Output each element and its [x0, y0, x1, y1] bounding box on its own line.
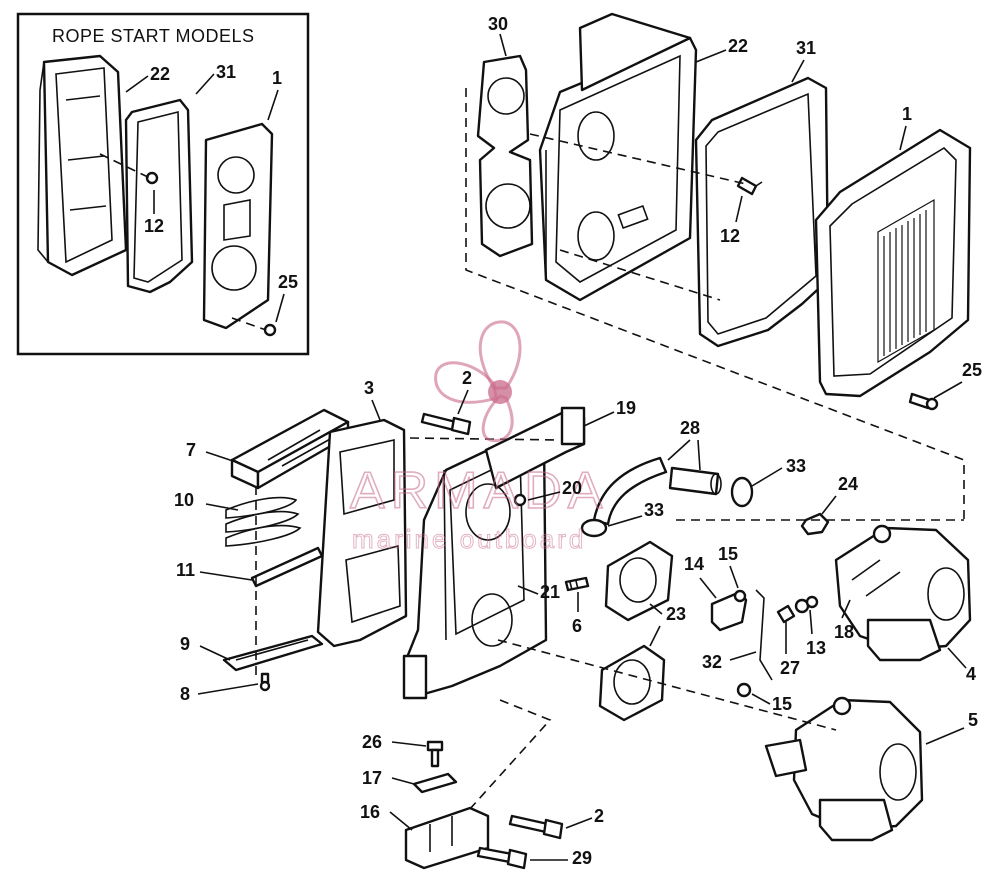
label-13: 13 — [806, 638, 826, 658]
silencer-housing — [538, 12, 698, 302]
intake-manifold — [402, 428, 548, 700]
brand-watermark: ARMADA marine outboard — [349, 320, 608, 555]
inset-label-31: 31 — [216, 62, 236, 82]
clip-33b — [580, 518, 608, 538]
carburetor-4 — [834, 524, 972, 662]
watermark-brand: ARMADA — [350, 462, 608, 520]
label-12: 12 — [720, 226, 740, 246]
label-8: 8 — [180, 684, 190, 704]
label-6: 6 — [572, 616, 582, 636]
silencer-base-gasket — [476, 54, 534, 258]
inset-screw-12 — [145, 171, 159, 185]
label-14: 14 — [684, 554, 704, 574]
label-11: 11 — [176, 560, 195, 580]
watermark-tagline: marine outboard — [352, 524, 586, 554]
screw-2-lower — [508, 814, 564, 840]
inset-label-1: 1 — [272, 68, 282, 88]
fuel-hose — [592, 456, 722, 526]
inset-gasket — [124, 98, 194, 294]
nut-15-lower — [736, 682, 752, 698]
label-33-upper: 33 — [786, 456, 806, 476]
washer-13b — [805, 595, 819, 609]
intake-grille — [877, 198, 935, 364]
inset-label-25: 25 — [278, 272, 298, 292]
fitting-20 — [513, 493, 527, 507]
label-23: 23 — [666, 604, 686, 624]
label-3: 3 — [364, 378, 374, 398]
throttle-link — [755, 589, 773, 681]
label-7: 7 — [186, 440, 196, 460]
label-19: 19 — [616, 398, 636, 418]
label-25: 25 — [962, 360, 982, 380]
reed-stop — [250, 546, 324, 588]
nut-24 — [800, 512, 830, 536]
label-20: 20 — [562, 478, 582, 498]
reed-petals — [225, 496, 302, 547]
inset-label-12: 12 — [144, 216, 164, 236]
reed-plate — [222, 634, 324, 672]
inset-silencer-housing — [37, 54, 128, 277]
retainer-plate-17 — [412, 772, 458, 794]
label-15-lower: 15 — [772, 694, 792, 714]
label-2-upper: 2 — [462, 368, 472, 388]
screw-29 — [476, 846, 528, 870]
label-33-lower: 33 — [644, 500, 664, 520]
clip-33a — [730, 476, 754, 508]
label-9: 9 — [180, 634, 190, 654]
part-callouts: 30 22 31 1 12 25 2 3 19 28 7 33 24 20 10… — [174, 14, 982, 868]
inset-label-22: 22 — [150, 64, 170, 84]
label-15-upper: 15 — [718, 544, 738, 564]
leaf-plate — [230, 408, 350, 490]
screw-25 — [908, 392, 939, 411]
label-32: 32 — [702, 652, 722, 672]
label-29: 29 — [572, 848, 592, 868]
label-10: 10 — [174, 490, 194, 510]
label-16: 16 — [360, 802, 380, 822]
label-4: 4 — [966, 664, 976, 684]
inset-intake-cover — [202, 122, 274, 330]
label-30: 30 — [488, 14, 508, 34]
clamp-block-16 — [404, 806, 490, 870]
label-22: 22 — [728, 36, 748, 56]
label-26: 26 — [362, 732, 382, 752]
cover-gasket — [694, 76, 830, 348]
screw-27 — [776, 604, 796, 624]
screw-6 — [564, 576, 590, 592]
label-27: 27 — [780, 658, 800, 678]
nut-15-upper — [733, 589, 747, 603]
label-1: 1 — [902, 104, 912, 124]
label-18: 18 — [834, 622, 854, 642]
label-31: 31 — [796, 38, 816, 58]
screw-2-upper — [420, 412, 472, 436]
intake-cover — [814, 128, 972, 398]
label-2-lower: 2 — [594, 806, 604, 826]
screw-8 — [259, 672, 271, 692]
label-28: 28 — [680, 418, 700, 438]
intake-gasket — [316, 418, 408, 648]
screw-26 — [426, 740, 444, 768]
label-24: 24 — [838, 474, 858, 494]
carburetor-5 — [764, 696, 924, 842]
label-5: 5 — [968, 710, 978, 730]
inset-title: ROPE START MODELS — [52, 26, 255, 46]
rope-start-inset: ROPE START MODELS 22 31 1 12 — [16, 12, 310, 356]
label-21: 21 — [540, 582, 560, 602]
propeller-logo-icon — [434, 320, 522, 443]
manifold-bracket — [484, 406, 586, 490]
label-17: 17 — [362, 768, 382, 788]
screw-12 — [736, 176, 763, 196]
carb-gaskets — [598, 540, 674, 722]
inset-screw-25 — [263, 323, 277, 337]
